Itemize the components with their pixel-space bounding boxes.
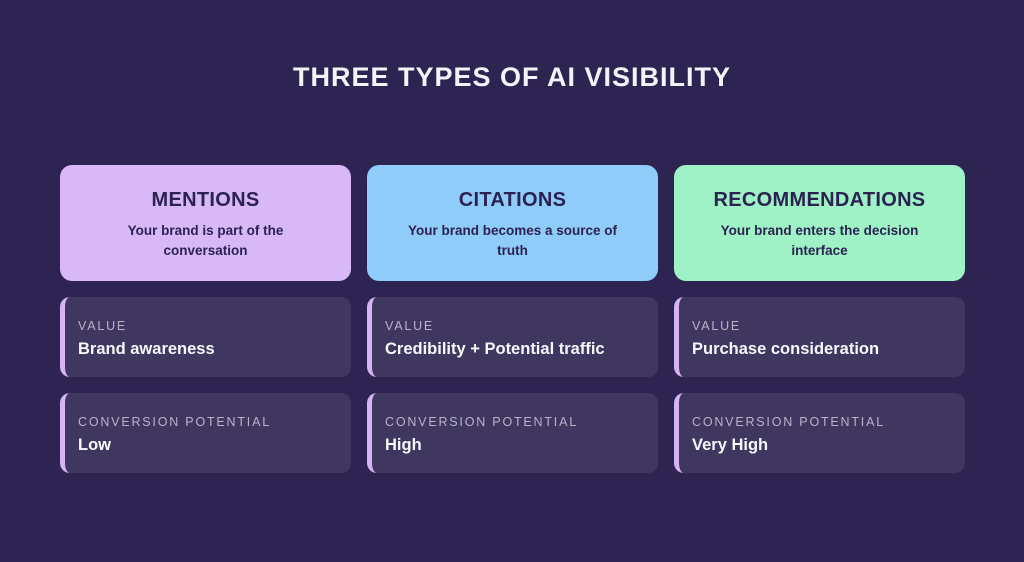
mentions-subtitle: Your brand is part of the conversation <box>127 223 284 258</box>
citations-value: Credibility + Potential traffic <box>385 340 605 358</box>
value-label: VALUE <box>692 319 742 333</box>
visibility-grid: MENTIONS Your brand is part of the conve… <box>60 165 965 473</box>
conversion-label: CONVERSION POTENTIAL <box>78 415 271 429</box>
mentions-value-card: VALUE Brand awareness <box>60 297 351 377</box>
recommendations-conversion-card: CONVERSION POTENTIAL Very High <box>674 393 965 473</box>
citations-title: CITATIONS <box>458 189 567 212</box>
value-label: VALUE <box>78 319 128 333</box>
citations-header-card: CITATIONS Your brand becomes a source of… <box>367 165 658 281</box>
citations-conversion-card: CONVERSION POTENTIAL High <box>367 393 658 473</box>
column-recommendations: RECOMMENDATIONS Your brand enters the de… <box>674 165 965 473</box>
mentions-conversion: Low <box>78 436 111 454</box>
page-title: THREE TYPES OF AI VISIBILITY <box>292 62 732 92</box>
recommendations-title: RECOMMENDATIONS <box>713 189 926 212</box>
recommendations-header-card: RECOMMENDATIONS Your brand enters the de… <box>674 165 965 281</box>
recommendations-value: Purchase consideration <box>692 340 880 358</box>
mentions-value: Brand awareness <box>78 340 215 358</box>
column-mentions: MENTIONS Your brand is part of the conve… <box>60 165 351 473</box>
recommendations-conversion: Very High <box>692 436 769 454</box>
recommendations-value-card: VALUE Purchase consideration <box>674 297 965 377</box>
column-citations: CITATIONS Your brand becomes a source of… <box>367 165 658 473</box>
value-label: VALUE <box>385 319 435 333</box>
mentions-title: MENTIONS <box>151 189 260 212</box>
citations-subtitle: Your brand becomes a source of truth <box>407 223 618 258</box>
citations-conversion: High <box>385 436 422 454</box>
mentions-conversion-card: CONVERSION POTENTIAL Low <box>60 393 351 473</box>
citations-value-card: VALUE Credibility + Potential traffic <box>367 297 658 377</box>
mentions-header-card: MENTIONS Your brand is part of the conve… <box>60 165 351 281</box>
conversion-label: CONVERSION POTENTIAL <box>692 415 885 429</box>
recommendations-subtitle: Your brand enters the decision interface <box>720 223 919 258</box>
conversion-label: CONVERSION POTENTIAL <box>385 415 578 429</box>
